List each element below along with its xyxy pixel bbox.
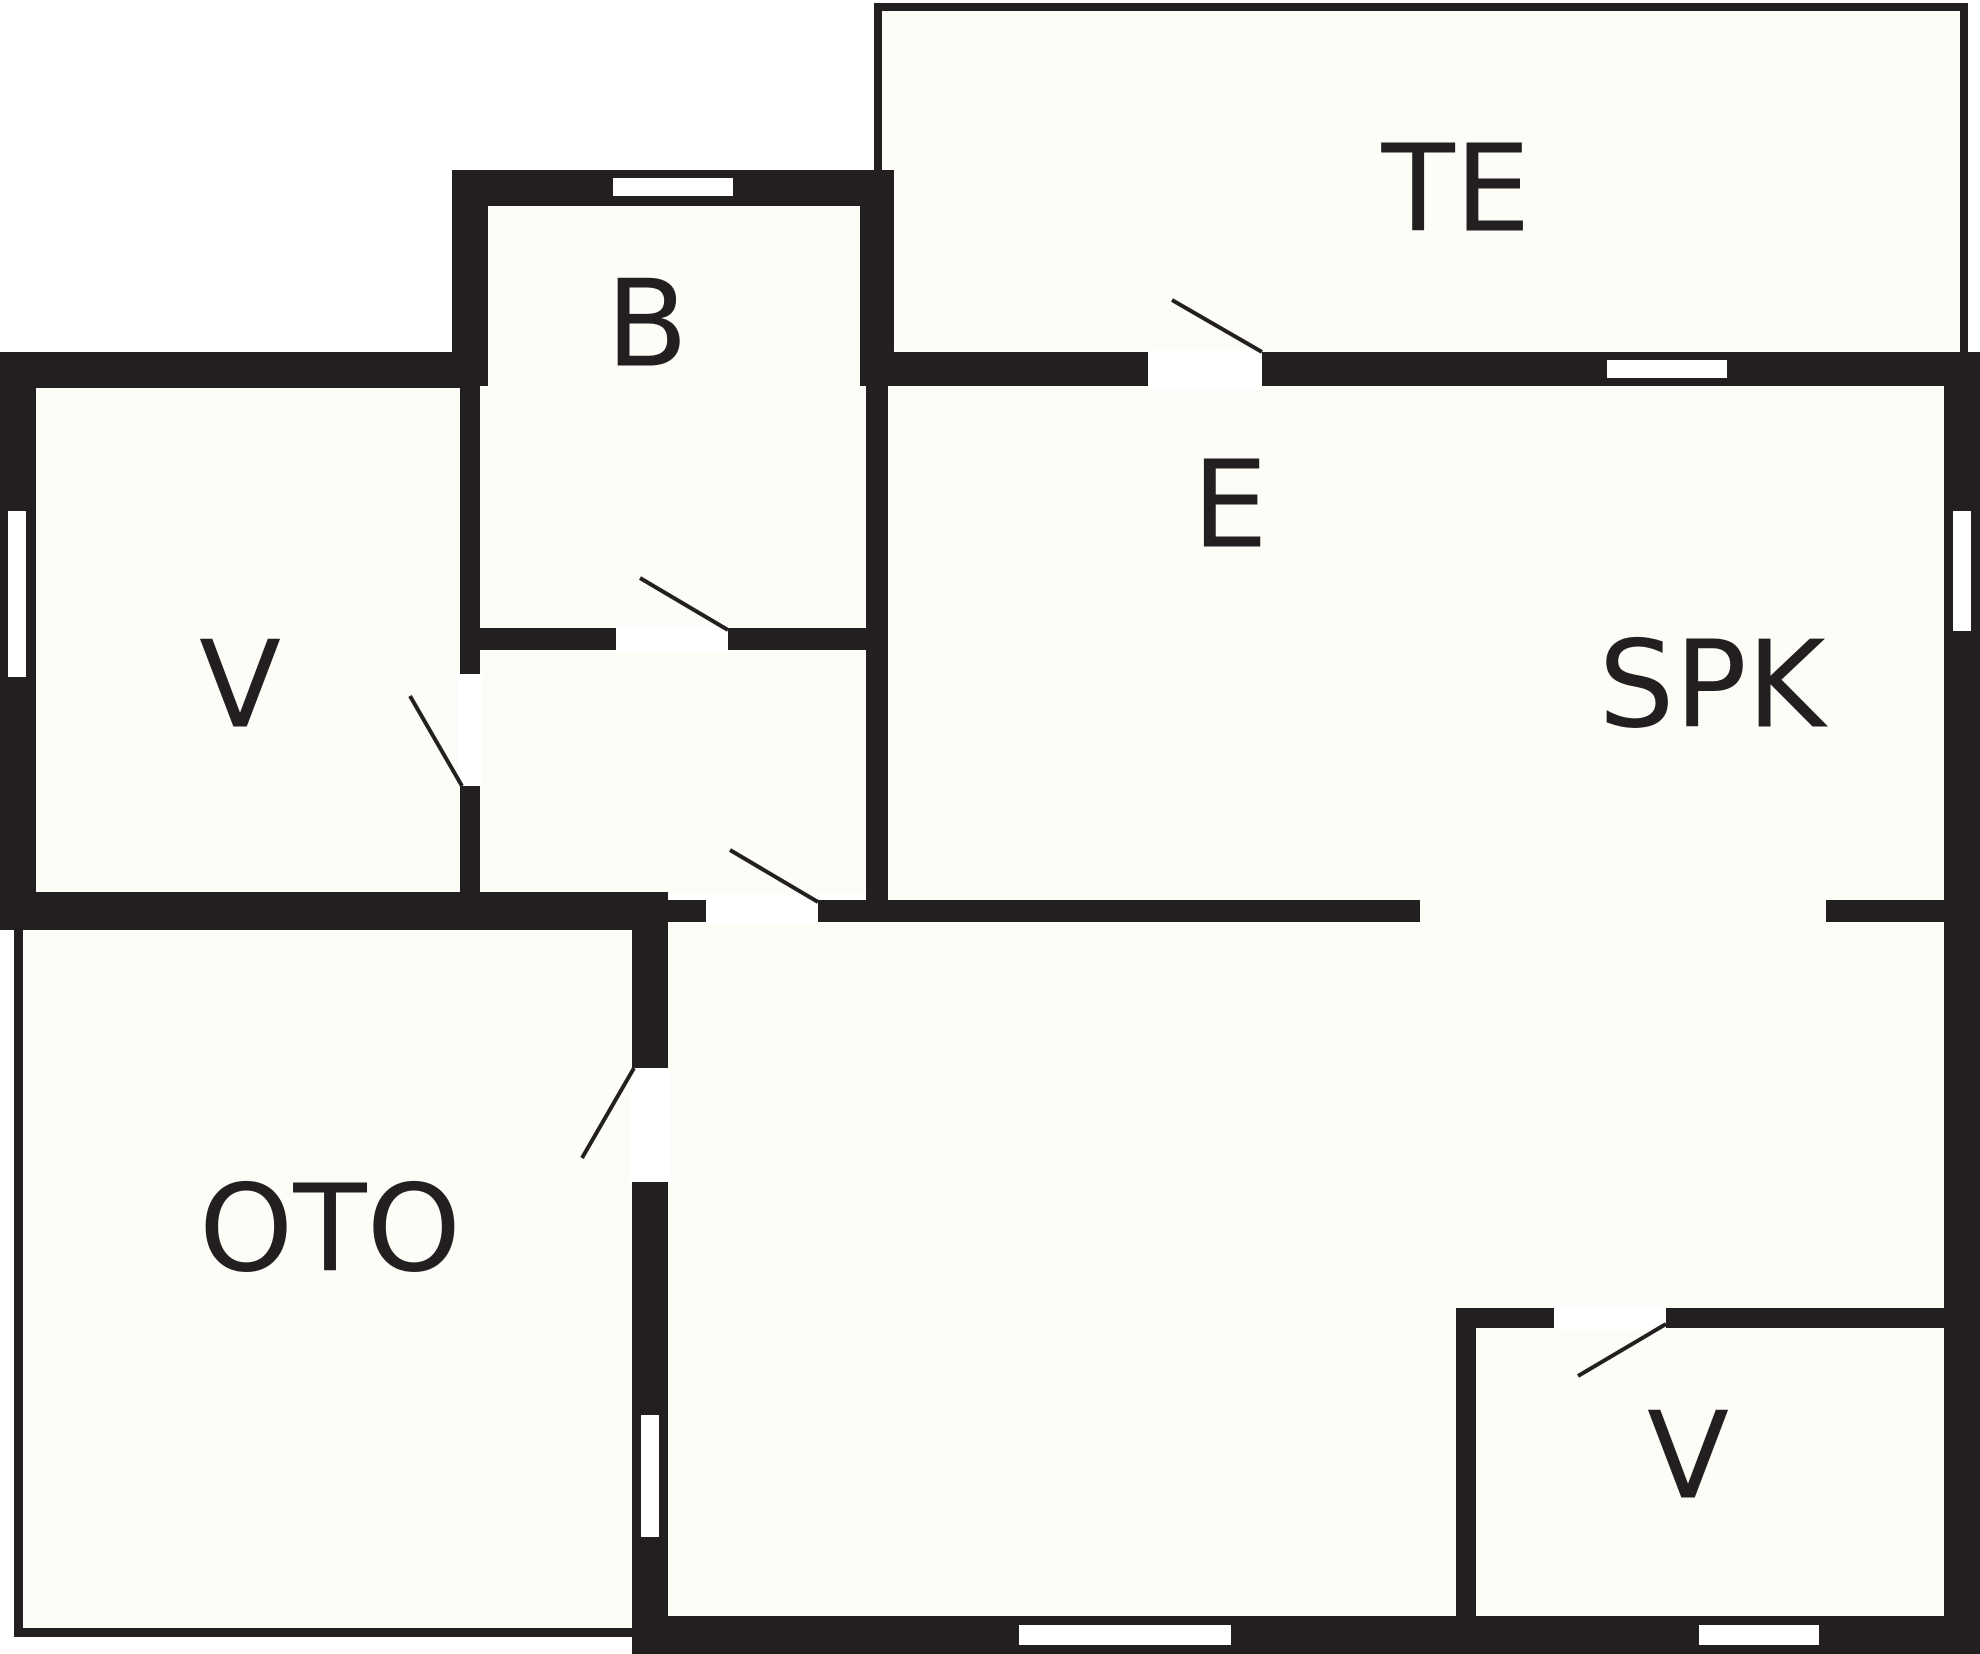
floor-living-lower bbox=[650, 910, 1470, 1636]
bedroom-wall-left bbox=[14, 920, 23, 1636]
wall-mid-right bbox=[1826, 900, 1954, 922]
window-bottom-closet bbox=[1697, 1623, 1821, 1647]
room-label-sauna: B bbox=[606, 256, 688, 395]
wall-top-left bbox=[0, 352, 470, 388]
bedroom-wall-bottom bbox=[14, 1628, 654, 1637]
window-sauna bbox=[611, 176, 735, 198]
sauna-wall-right bbox=[860, 170, 894, 386]
door-gap-sauna bbox=[616, 626, 728, 652]
window-top-right bbox=[1605, 358, 1729, 380]
window-bedroom bbox=[639, 1413, 661, 1539]
floor-fills bbox=[18, 7, 1964, 1636]
wall-mid-thin bbox=[660, 900, 1420, 922]
window-right bbox=[1951, 509, 1973, 633]
floor-closet-left bbox=[18, 368, 470, 892]
window-left bbox=[6, 509, 28, 679]
wall-mid-left bbox=[0, 892, 668, 930]
door-gap-terrace bbox=[1148, 350, 1262, 390]
room-labels: TE B V E SPK OTO V bbox=[199, 121, 1829, 1527]
sauna-wall-left bbox=[452, 170, 488, 386]
floor-wash bbox=[470, 638, 870, 894]
room-label-terrace: TE bbox=[1380, 121, 1530, 260]
door-openings bbox=[458, 350, 1666, 1330]
window-bottom-living bbox=[1017, 1623, 1233, 1647]
door-swings bbox=[408, 298, 1668, 1378]
terrace-wall-top bbox=[874, 3, 1968, 11]
floor-sauna bbox=[470, 188, 870, 638]
closet-right-wall-left bbox=[1456, 1308, 1476, 1628]
door-leaf-closet-right bbox=[1576, 1322, 1668, 1378]
door-gap-bedroom bbox=[630, 1068, 670, 1182]
door-leaf-bedroom bbox=[580, 1066, 636, 1160]
wall-wash-right bbox=[866, 380, 888, 920]
windows bbox=[6, 176, 1973, 1647]
door-leaf-sauna bbox=[638, 576, 730, 632]
room-label-hall: E bbox=[1192, 437, 1268, 576]
terrace-wall-left bbox=[874, 3, 882, 173]
closet-right-wall-top bbox=[1456, 1308, 1956, 1328]
room-label-bedroom: OTO bbox=[199, 1161, 461, 1300]
floor-terrace bbox=[874, 7, 1964, 351]
walls bbox=[0, 3, 1980, 1654]
wall-top-mid bbox=[860, 352, 1148, 386]
door-gap-wash bbox=[706, 898, 818, 924]
bedroom-wall-right bbox=[632, 910, 668, 1654]
room-label-closet-right: V bbox=[1647, 1388, 1729, 1527]
door-gap-closet-right bbox=[1554, 1306, 1666, 1330]
room-label-living-kitchen: SPK bbox=[1598, 617, 1829, 756]
room-label-closet-left: V bbox=[199, 617, 281, 756]
door-leaf-wash bbox=[728, 848, 820, 904]
door-leaf-closet-left bbox=[408, 694, 464, 788]
door-gap-closet-left bbox=[458, 674, 482, 786]
door-leaf-terrace bbox=[1170, 298, 1264, 354]
floor-bedroom bbox=[18, 910, 650, 1634]
terrace-wall-right bbox=[1960, 3, 1968, 353]
